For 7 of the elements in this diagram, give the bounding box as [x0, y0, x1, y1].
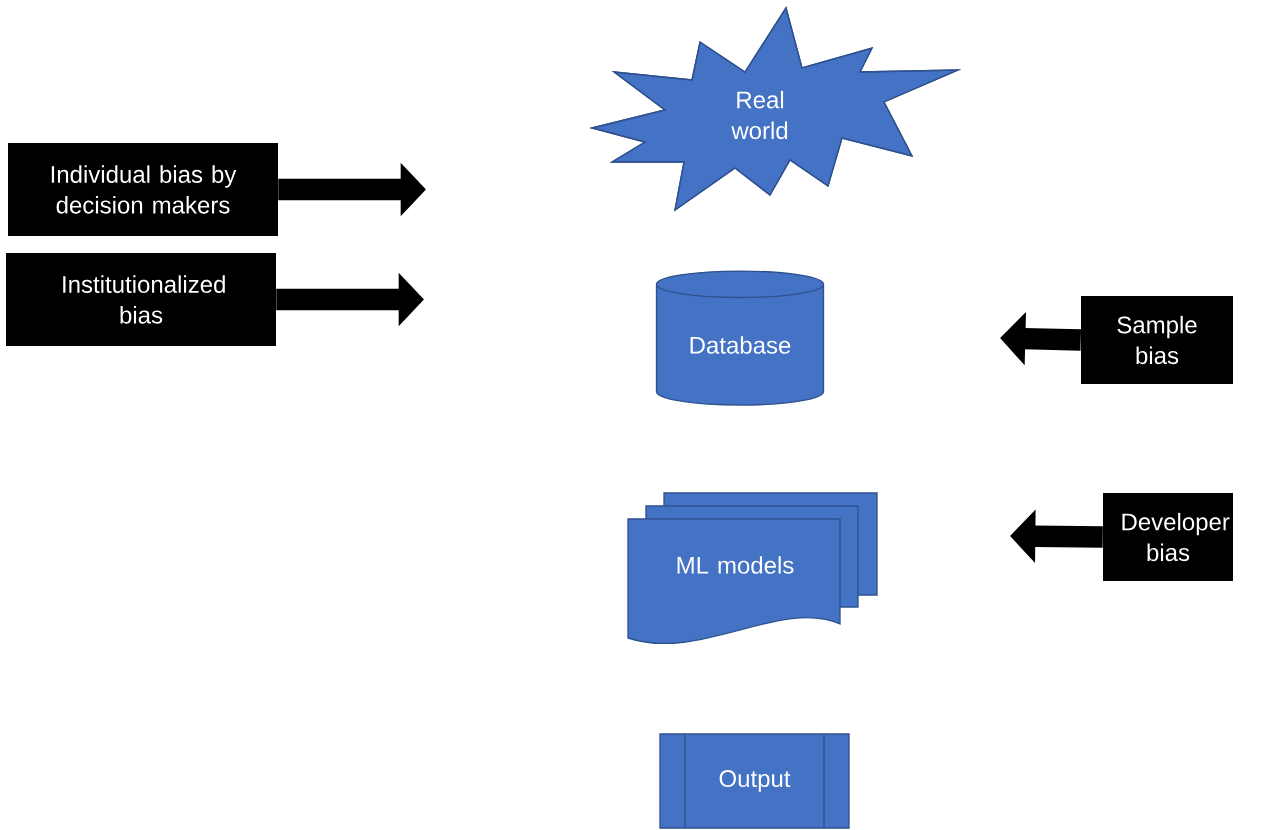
- document-stack: ML models: [627, 492, 878, 645]
- label-box: Institutionalized bias: [6, 253, 276, 346]
- process-box: Output: [659, 733, 850, 829]
- label-box: Developer bias: [1103, 493, 1233, 581]
- database-cylinder: Database: [655, 270, 825, 406]
- label-box: Sample bias: [1081, 296, 1233, 384]
- label-box: Individual bias by decision makers: [8, 143, 278, 236]
